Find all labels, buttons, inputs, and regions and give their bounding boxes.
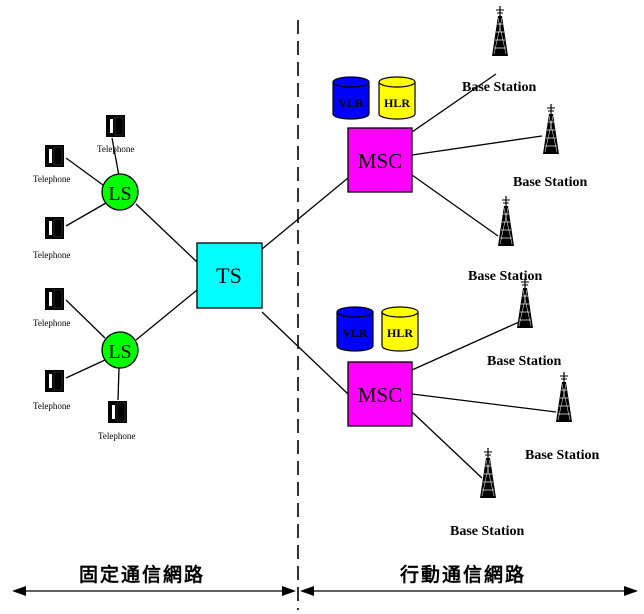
vlr-label: VLR: [338, 96, 364, 110]
region-fixed-label: 固定通信網路: [79, 563, 205, 586]
telephone-group: Telephone Telephone Telephone Telephone …: [33, 114, 135, 441]
vlr-database-top: VLR: [332, 76, 370, 120]
msc-label: MSC: [358, 149, 402, 173]
arrow-right-icon: [282, 586, 296, 596]
telephone-icon: [105, 114, 126, 138]
vlr-label: VLR: [342, 326, 368, 340]
telephone-icon: [44, 287, 65, 311]
ts-label: TS: [216, 263, 242, 288]
base-station-1: Base Station: [462, 5, 537, 95]
tower-icon: [555, 371, 573, 423]
telephone-5: Telephone: [33, 369, 70, 411]
arrow-left-icon: [12, 586, 26, 596]
local-switch-top: LS: [101, 173, 139, 211]
telephone-icon: [44, 216, 65, 240]
base-station-3: Base Station: [468, 195, 543, 284]
telephone-3: Telephone: [33, 216, 70, 260]
region-mobile: 行動通信網路: [300, 563, 638, 596]
telephone-2: Telephone: [33, 144, 70, 184]
base-station-6: Base Station: [450, 447, 525, 539]
base-station-label: Base Station: [468, 269, 543, 284]
tower-icon: [491, 5, 509, 57]
telephone-6: Telephone: [98, 400, 135, 441]
base-station-label: Base Station: [525, 448, 600, 463]
msc-bottom: MSC: [347, 361, 413, 427]
msc-bottom-cluster: VLR HLR MSC: [336, 306, 419, 427]
vlr-database-bottom: VLR: [336, 306, 374, 352]
tower-icon: [516, 277, 534, 329]
transit-switch: TS: [196, 242, 263, 309]
telephone-label: Telephone: [33, 401, 70, 411]
telephone-label: Telephone: [33, 174, 70, 184]
base-station-label: Base Station: [462, 80, 537, 95]
telephone-label: Telephone: [33, 250, 70, 260]
arrow-right-icon: [624, 586, 638, 596]
tower-icon: [479, 447, 497, 499]
region-mobile-label: 行動通信網路: [399, 563, 526, 586]
telephone-label: Telephone: [33, 318, 70, 328]
ls-label: LS: [108, 341, 131, 363]
base-station-label: Base Station: [450, 524, 525, 539]
hlr-label: HLR: [384, 96, 410, 110]
base-station-group: Base Station Base Station Base Station B…: [450, 5, 600, 539]
hlr-database-bottom: HLR: [381, 306, 419, 352]
msc-top-cluster: VLR HLR MSC: [332, 76, 416, 193]
msc-label: MSC: [358, 383, 402, 407]
base-station-2: Base Station: [513, 103, 588, 190]
hlr-database-top: HLR: [378, 76, 416, 120]
telephone-label: Telephone: [98, 431, 135, 441]
arrow-left-icon: [300, 586, 314, 596]
connection-lines: [65, 73, 557, 479]
telephone-4: Telephone: [33, 287, 70, 328]
local-switch-bottom: LS: [101, 331, 139, 369]
telephone-label: Telephone: [97, 144, 134, 154]
ls-label: LS: [108, 183, 131, 205]
msc-top: MSC: [347, 127, 413, 193]
telephone-icon: [44, 369, 65, 393]
base-station-label: Base Station: [487, 354, 562, 369]
telephone-1: Telephone: [97, 114, 134, 154]
base-station-4: Base Station: [487, 277, 562, 369]
base-station-label: Base Station: [513, 175, 588, 190]
region-fixed: 固定通信網路: [12, 563, 296, 596]
telephone-icon: [107, 400, 128, 424]
hlr-label: HLR: [387, 326, 413, 340]
tower-icon: [542, 103, 560, 155]
base-station-5: Base Station: [525, 371, 600, 463]
tower-icon: [497, 195, 515, 247]
telephone-icon: [44, 144, 65, 168]
